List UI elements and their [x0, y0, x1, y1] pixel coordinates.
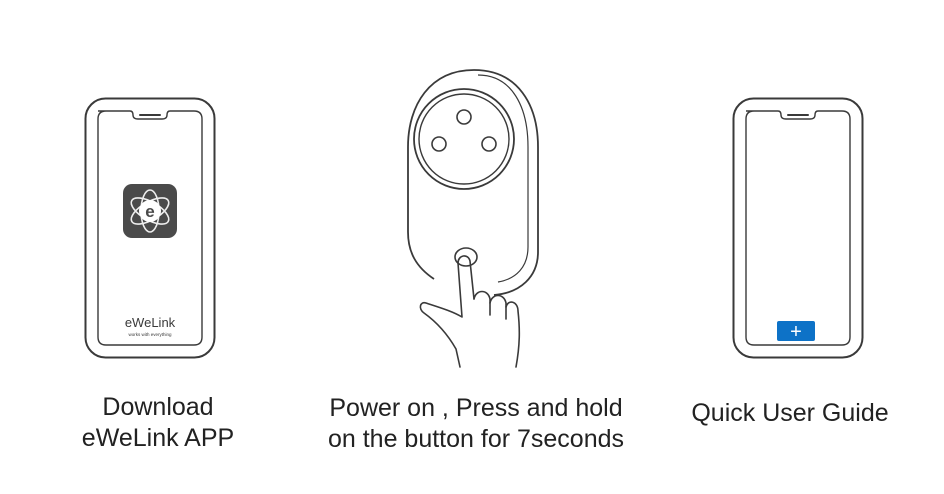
app-tagline: works with everything	[128, 332, 172, 337]
smart-plug-press-button-icon	[407, 69, 539, 368]
caption-line: Quick User Guide	[691, 399, 889, 427]
phone-with-add-button-icon: +	[732, 97, 864, 359]
caption-quick-guide: Quick User Guide	[670, 398, 910, 429]
caption-line: Download	[102, 393, 214, 421]
logo-letter: e	[145, 202, 154, 221]
app-name: eWeLink	[125, 315, 176, 330]
add-button[interactable]: +	[777, 321, 815, 343]
caption-power-on: Power on , Press and hold on the button …	[308, 393, 644, 455]
ewelink-logo-icon: e	[123, 184, 177, 238]
caption-download: Download eWeLink APP	[58, 392, 258, 454]
caption-line: Power on , Press and hold	[329, 394, 623, 422]
phone-with-ewelink-app-icon: e eWeLink works with everything	[84, 97, 216, 359]
caption-line: eWeLink APP	[81, 424, 235, 452]
plus-icon: +	[790, 321, 802, 343]
caption-line: on the button for 7seconds	[327, 425, 625, 453]
